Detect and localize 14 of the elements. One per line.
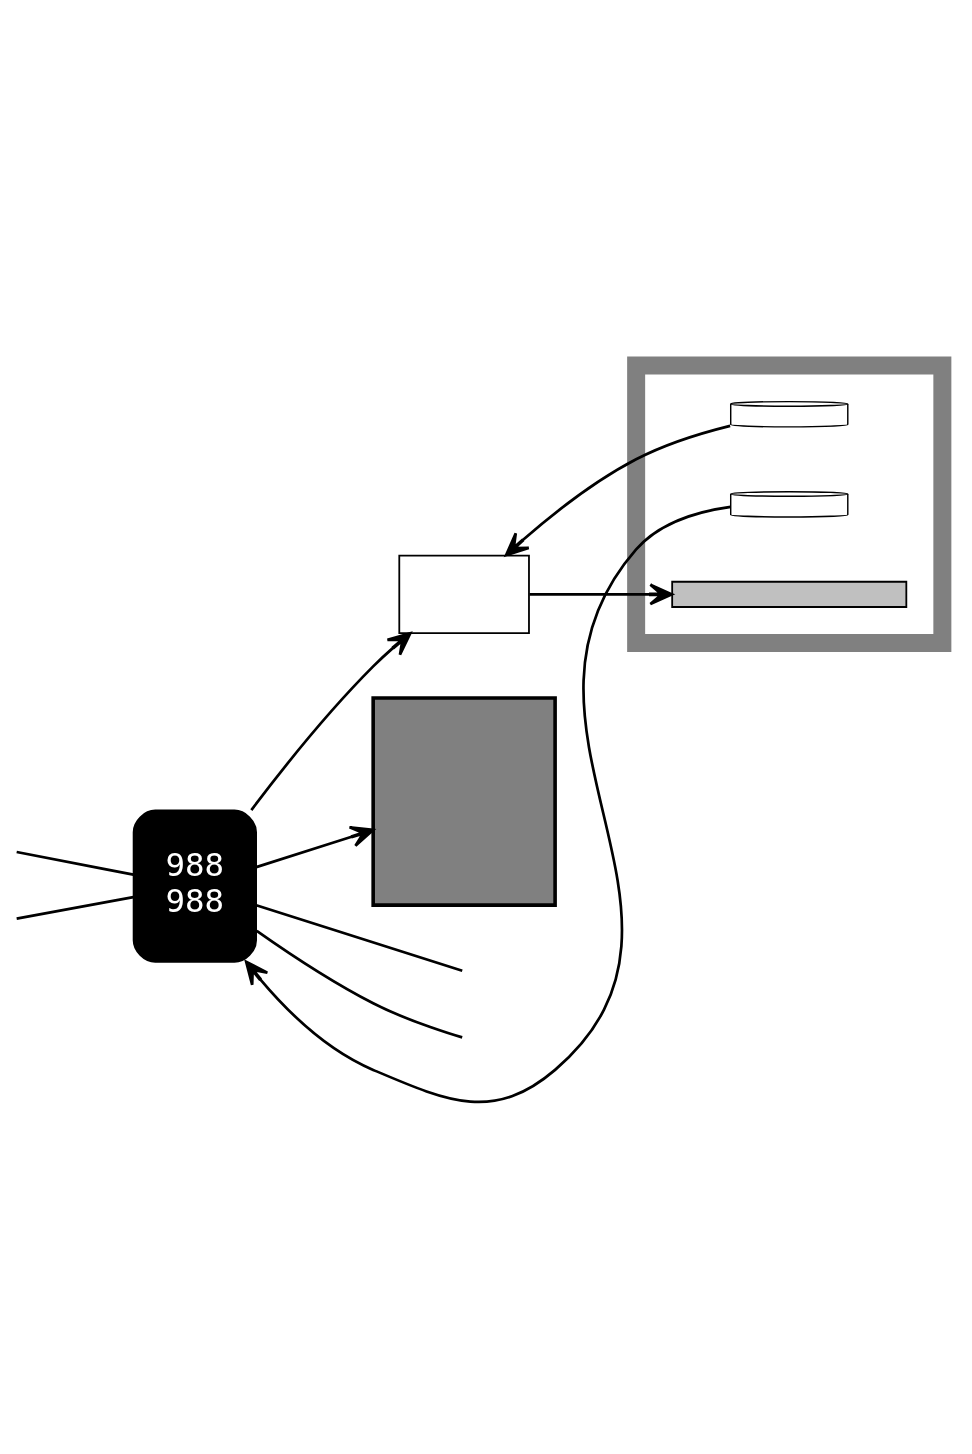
node-bar <box>671 580 908 608</box>
connector <box>255 929 463 1039</box>
arrow <box>244 505 731 1103</box>
arrow <box>529 583 674 606</box>
connector <box>16 895 134 920</box>
arrow <box>504 424 731 557</box>
connector <box>255 903 463 973</box>
arrow <box>250 632 412 811</box>
connector <box>16 850 134 876</box>
cluster <box>627 356 952 652</box>
node-box: 988 988 <box>132 809 257 963</box>
node-box <box>371 696 557 907</box>
node-box <box>398 554 530 634</box>
arrow <box>255 825 375 869</box>
